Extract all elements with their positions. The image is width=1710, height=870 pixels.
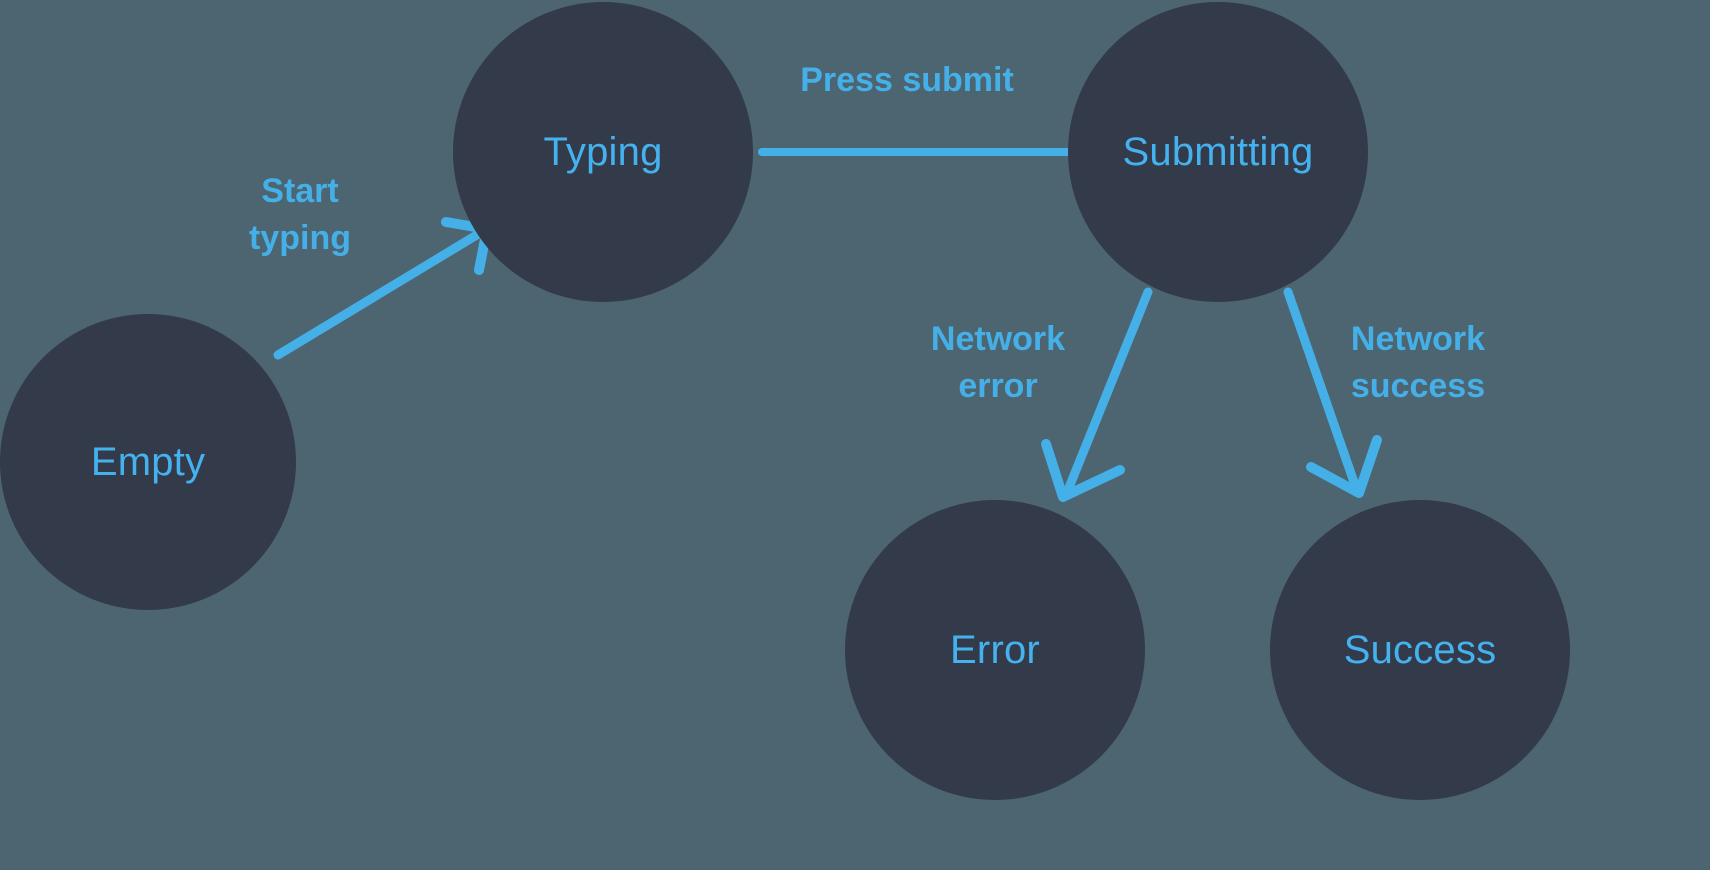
state-node-label: Error [950, 628, 1040, 672]
state-node-typing[interactable]: Typing [453, 2, 753, 302]
transition-label-press-submit: Press submit [800, 61, 1014, 99]
state-node-empty[interactable]: Empty [0, 314, 296, 610]
edge-network-error [1041, 287, 1153, 502]
state-node-error[interactable]: Error [845, 500, 1145, 800]
state-node-label: Empty [90, 440, 206, 484]
transition-label-network-success: Network success [1350, 320, 1486, 405]
state-node-label: Submitting [1122, 130, 1314, 174]
transition-label-network-error: Network error [930, 320, 1066, 405]
transition-label-start-typing: Start typing [249, 172, 351, 257]
state-node-submitting[interactable]: Submitting [1068, 2, 1368, 302]
state-node-success[interactable]: Success [1270, 500, 1570, 800]
state-node-label: Success [1343, 628, 1497, 672]
state-node-label: Typing [543, 130, 663, 174]
edge-network-success [1283, 287, 1382, 498]
